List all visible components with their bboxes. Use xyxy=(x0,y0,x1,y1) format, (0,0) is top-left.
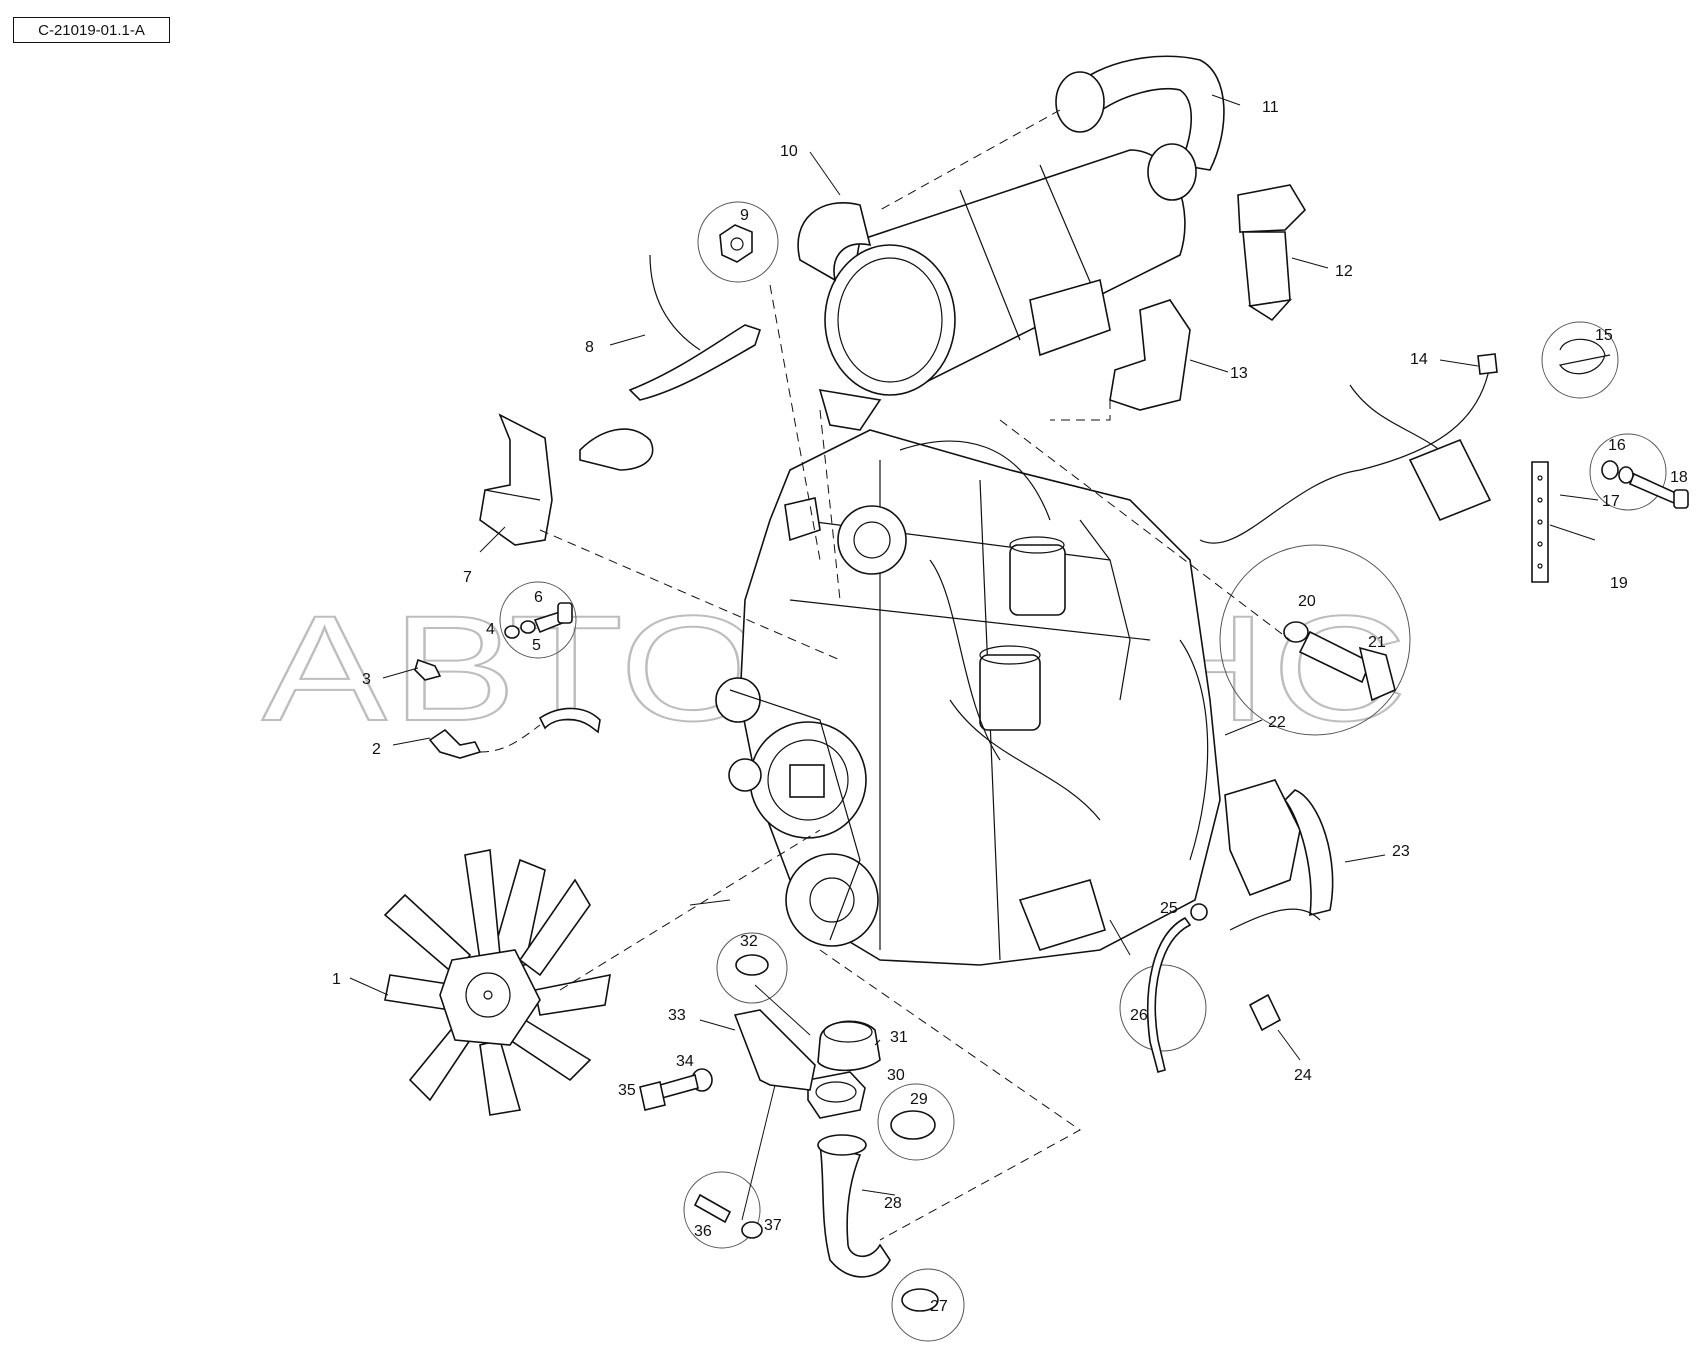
heat-shield-bracket xyxy=(479,413,553,546)
callout-label: 16 xyxy=(1608,437,1626,454)
drawing-reference-code: C-21019-01.1-A xyxy=(13,17,170,43)
assembly-lines xyxy=(539,109,1291,1241)
cooling-fan xyxy=(383,849,611,1116)
callout-label: 11 xyxy=(1262,99,1279,116)
callout-label: 8 xyxy=(585,339,594,356)
callout-label: 1 xyxy=(332,971,341,988)
wiring-harness xyxy=(1199,353,1498,544)
callout-label: 25 xyxy=(1160,900,1178,917)
leader-lines xyxy=(349,94,1599,1221)
callout-label: 31 xyxy=(890,1029,908,1046)
filler-cap xyxy=(817,1020,881,1072)
bolt-washer-set-35 xyxy=(639,1068,713,1111)
callout-label: 4 xyxy=(486,621,495,638)
callout-label: 9 xyxy=(740,207,749,224)
callout-label: 28 xyxy=(884,1195,902,1212)
callout-label: 6 xyxy=(534,589,543,606)
lower-coolant-hose xyxy=(817,1134,891,1278)
callout-label: 30 xyxy=(887,1067,905,1084)
callout-labels: 1 2 3 4 5 6 7 8 9 10 11 12 13 14 15 16 1… xyxy=(332,99,1688,1315)
callout-label: 2 xyxy=(372,741,381,758)
flange-nut xyxy=(697,201,779,283)
callout-label: 12 xyxy=(1335,263,1353,280)
filler-neck xyxy=(807,1071,866,1119)
air-intake-hose xyxy=(1055,55,1225,201)
cable-tie xyxy=(1541,321,1619,399)
callout-label: 36 xyxy=(694,1223,712,1240)
inline-fuel-filter xyxy=(1248,993,1282,1032)
callout-label: 7 xyxy=(463,569,472,586)
callout-label: 5 xyxy=(532,637,541,654)
support-bracket xyxy=(733,1009,816,1091)
callout-label: 27 xyxy=(930,1298,948,1315)
callout-label: 29 xyxy=(910,1091,928,1108)
bolt-washer-set-21 xyxy=(1219,544,1411,736)
coolant-hose xyxy=(579,254,762,471)
callout-label: 15 xyxy=(1595,327,1613,344)
bolt-washer-set-36 xyxy=(683,1171,763,1249)
callout-label: 21 xyxy=(1368,634,1386,651)
mounting-bracket xyxy=(1109,299,1191,411)
hose-clamp-29 xyxy=(877,1083,955,1161)
callout-label: 18 xyxy=(1670,469,1688,486)
mounting-strap xyxy=(1531,461,1549,583)
callout-label: 35 xyxy=(618,1082,636,1099)
callout-label: 17 xyxy=(1602,493,1620,510)
callout-label: 14 xyxy=(1410,351,1428,368)
callout-label: 37 xyxy=(764,1217,782,1234)
engine-assembly xyxy=(715,429,1221,966)
callout-label: 24 xyxy=(1294,1067,1312,1084)
callout-label: 10 xyxy=(780,143,798,160)
callout-label: 26 xyxy=(1130,1007,1148,1024)
cap-seal xyxy=(716,932,788,1004)
bolt-washer-set-18 xyxy=(1589,433,1689,511)
callout-label: 19 xyxy=(1610,575,1628,592)
control-module-and-hose xyxy=(1224,779,1334,931)
callout-label: 22 xyxy=(1268,714,1286,731)
bolt-washer-set-6 xyxy=(499,581,577,659)
hose-clamp-27 xyxy=(891,1268,965,1342)
callout-label: 13 xyxy=(1230,365,1248,382)
callout-label: 23 xyxy=(1392,843,1410,860)
callout-label: 32 xyxy=(740,933,758,950)
pipe-clip xyxy=(428,707,601,759)
fuel-filter xyxy=(1237,184,1307,322)
callout-label: 33 xyxy=(668,1007,686,1024)
oil-level-tube xyxy=(1119,903,1208,1073)
callout-label: 20 xyxy=(1298,593,1316,610)
callout-label: 3 xyxy=(362,671,371,688)
callout-label: 34 xyxy=(676,1053,694,1070)
